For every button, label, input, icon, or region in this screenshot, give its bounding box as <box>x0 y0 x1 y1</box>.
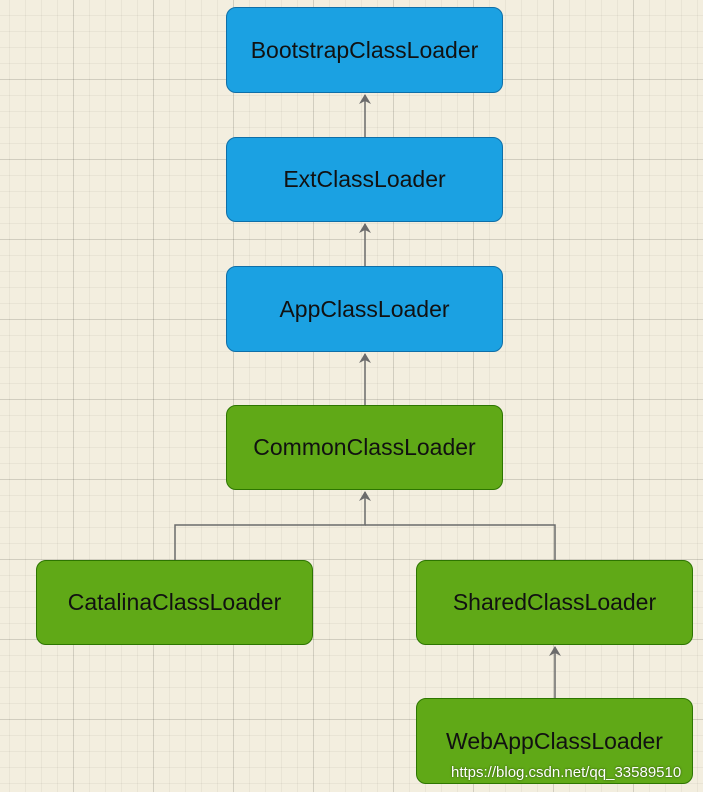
catalina-classloader-node[interactable]: CatalinaClassLoader <box>36 560 313 645</box>
catalina-classloader-label: CatalinaClassLoader <box>67 589 282 615</box>
app-classloader-node[interactable]: AppClassLoader <box>226 266 503 352</box>
webapp-classloader-node[interactable]: WebAppClassLoader <box>416 698 693 784</box>
shared-classloader-label: SharedClassLoader <box>452 589 657 615</box>
common-classloader-node[interactable]: CommonClassLoader <box>226 405 503 490</box>
webapp-classloader-label: WebAppClassLoader <box>446 727 663 754</box>
bootstrap-classloader-node[interactable]: BootstrapClassLoader <box>226 7 503 93</box>
common-classloader-label: CommonClassLoader <box>253 434 476 460</box>
edge-shared-to-common <box>365 524 556 560</box>
shared-classloader-node[interactable]: SharedClassLoader <box>416 560 693 645</box>
ext-classloader-node[interactable]: ExtClassLoader <box>226 137 503 222</box>
ext-classloader-label: ExtClassLoader <box>283 166 446 192</box>
bootstrap-classloader-label: BootstrapClassLoader <box>250 36 479 63</box>
edge-catalina-to-common <box>174 491 371 560</box>
app-classloader-label: AppClassLoader <box>279 295 450 322</box>
watermark-text: https://blog.csdn.net/qq_33589510 <box>451 764 682 781</box>
